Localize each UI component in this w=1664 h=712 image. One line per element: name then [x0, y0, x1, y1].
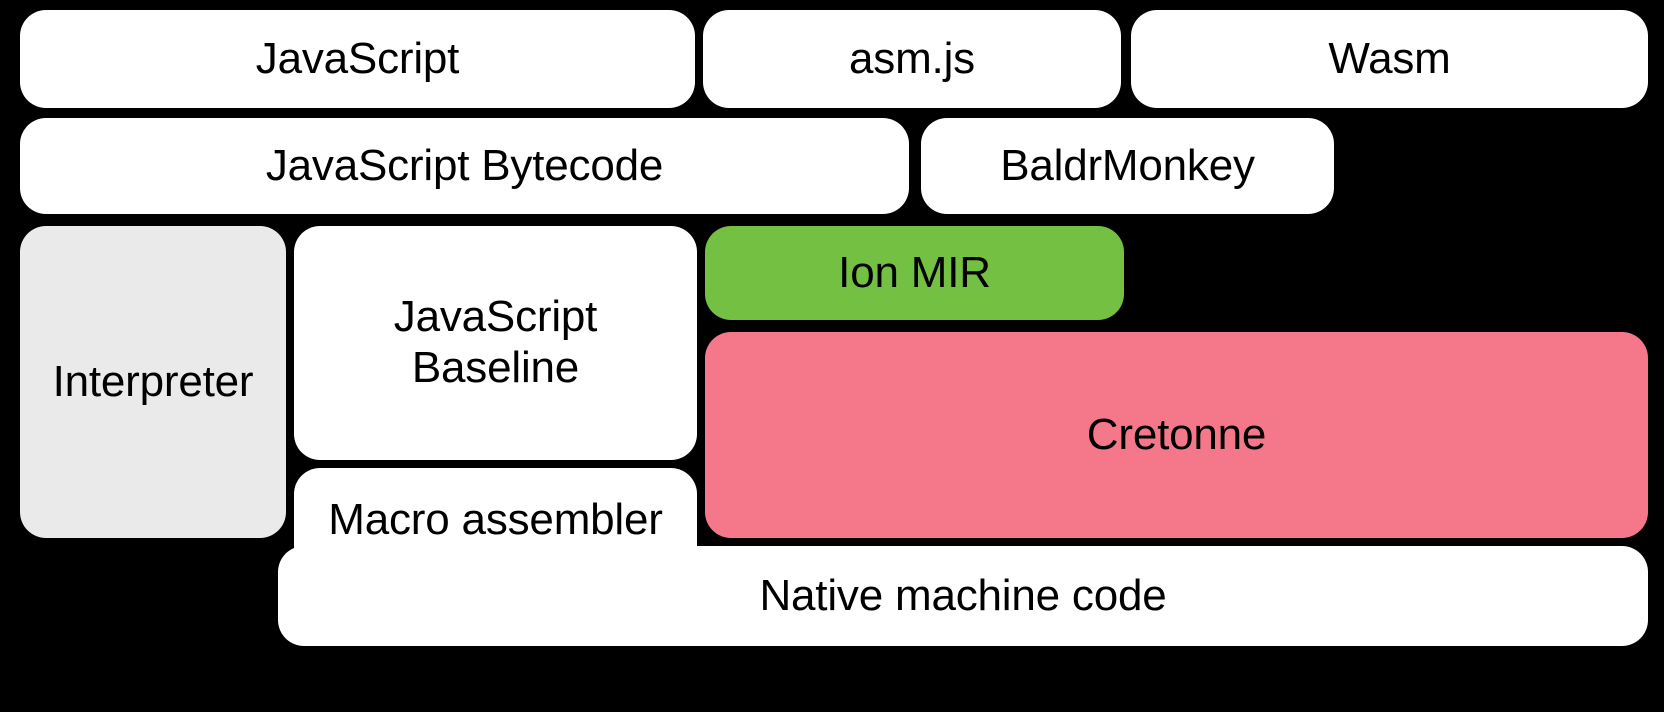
box-interpreter: Interpreter: [20, 226, 286, 538]
box-ion-mir: Ion MIR: [705, 226, 1124, 320]
box-baldrmonkey: BaldrMonkey: [921, 118, 1334, 214]
box-native-machine-code: Native machine code: [278, 546, 1648, 646]
box-cretonne: Cretonne: [705, 332, 1648, 538]
box-asmjs: asm.js: [703, 10, 1121, 108]
box-wasm: Wasm: [1131, 10, 1648, 108]
box-javascript-baseline: JavaScript Baseline: [294, 226, 697, 460]
box-javascript: JavaScript: [20, 10, 695, 108]
box-javascript-bytecode: JavaScript Bytecode: [20, 118, 909, 214]
